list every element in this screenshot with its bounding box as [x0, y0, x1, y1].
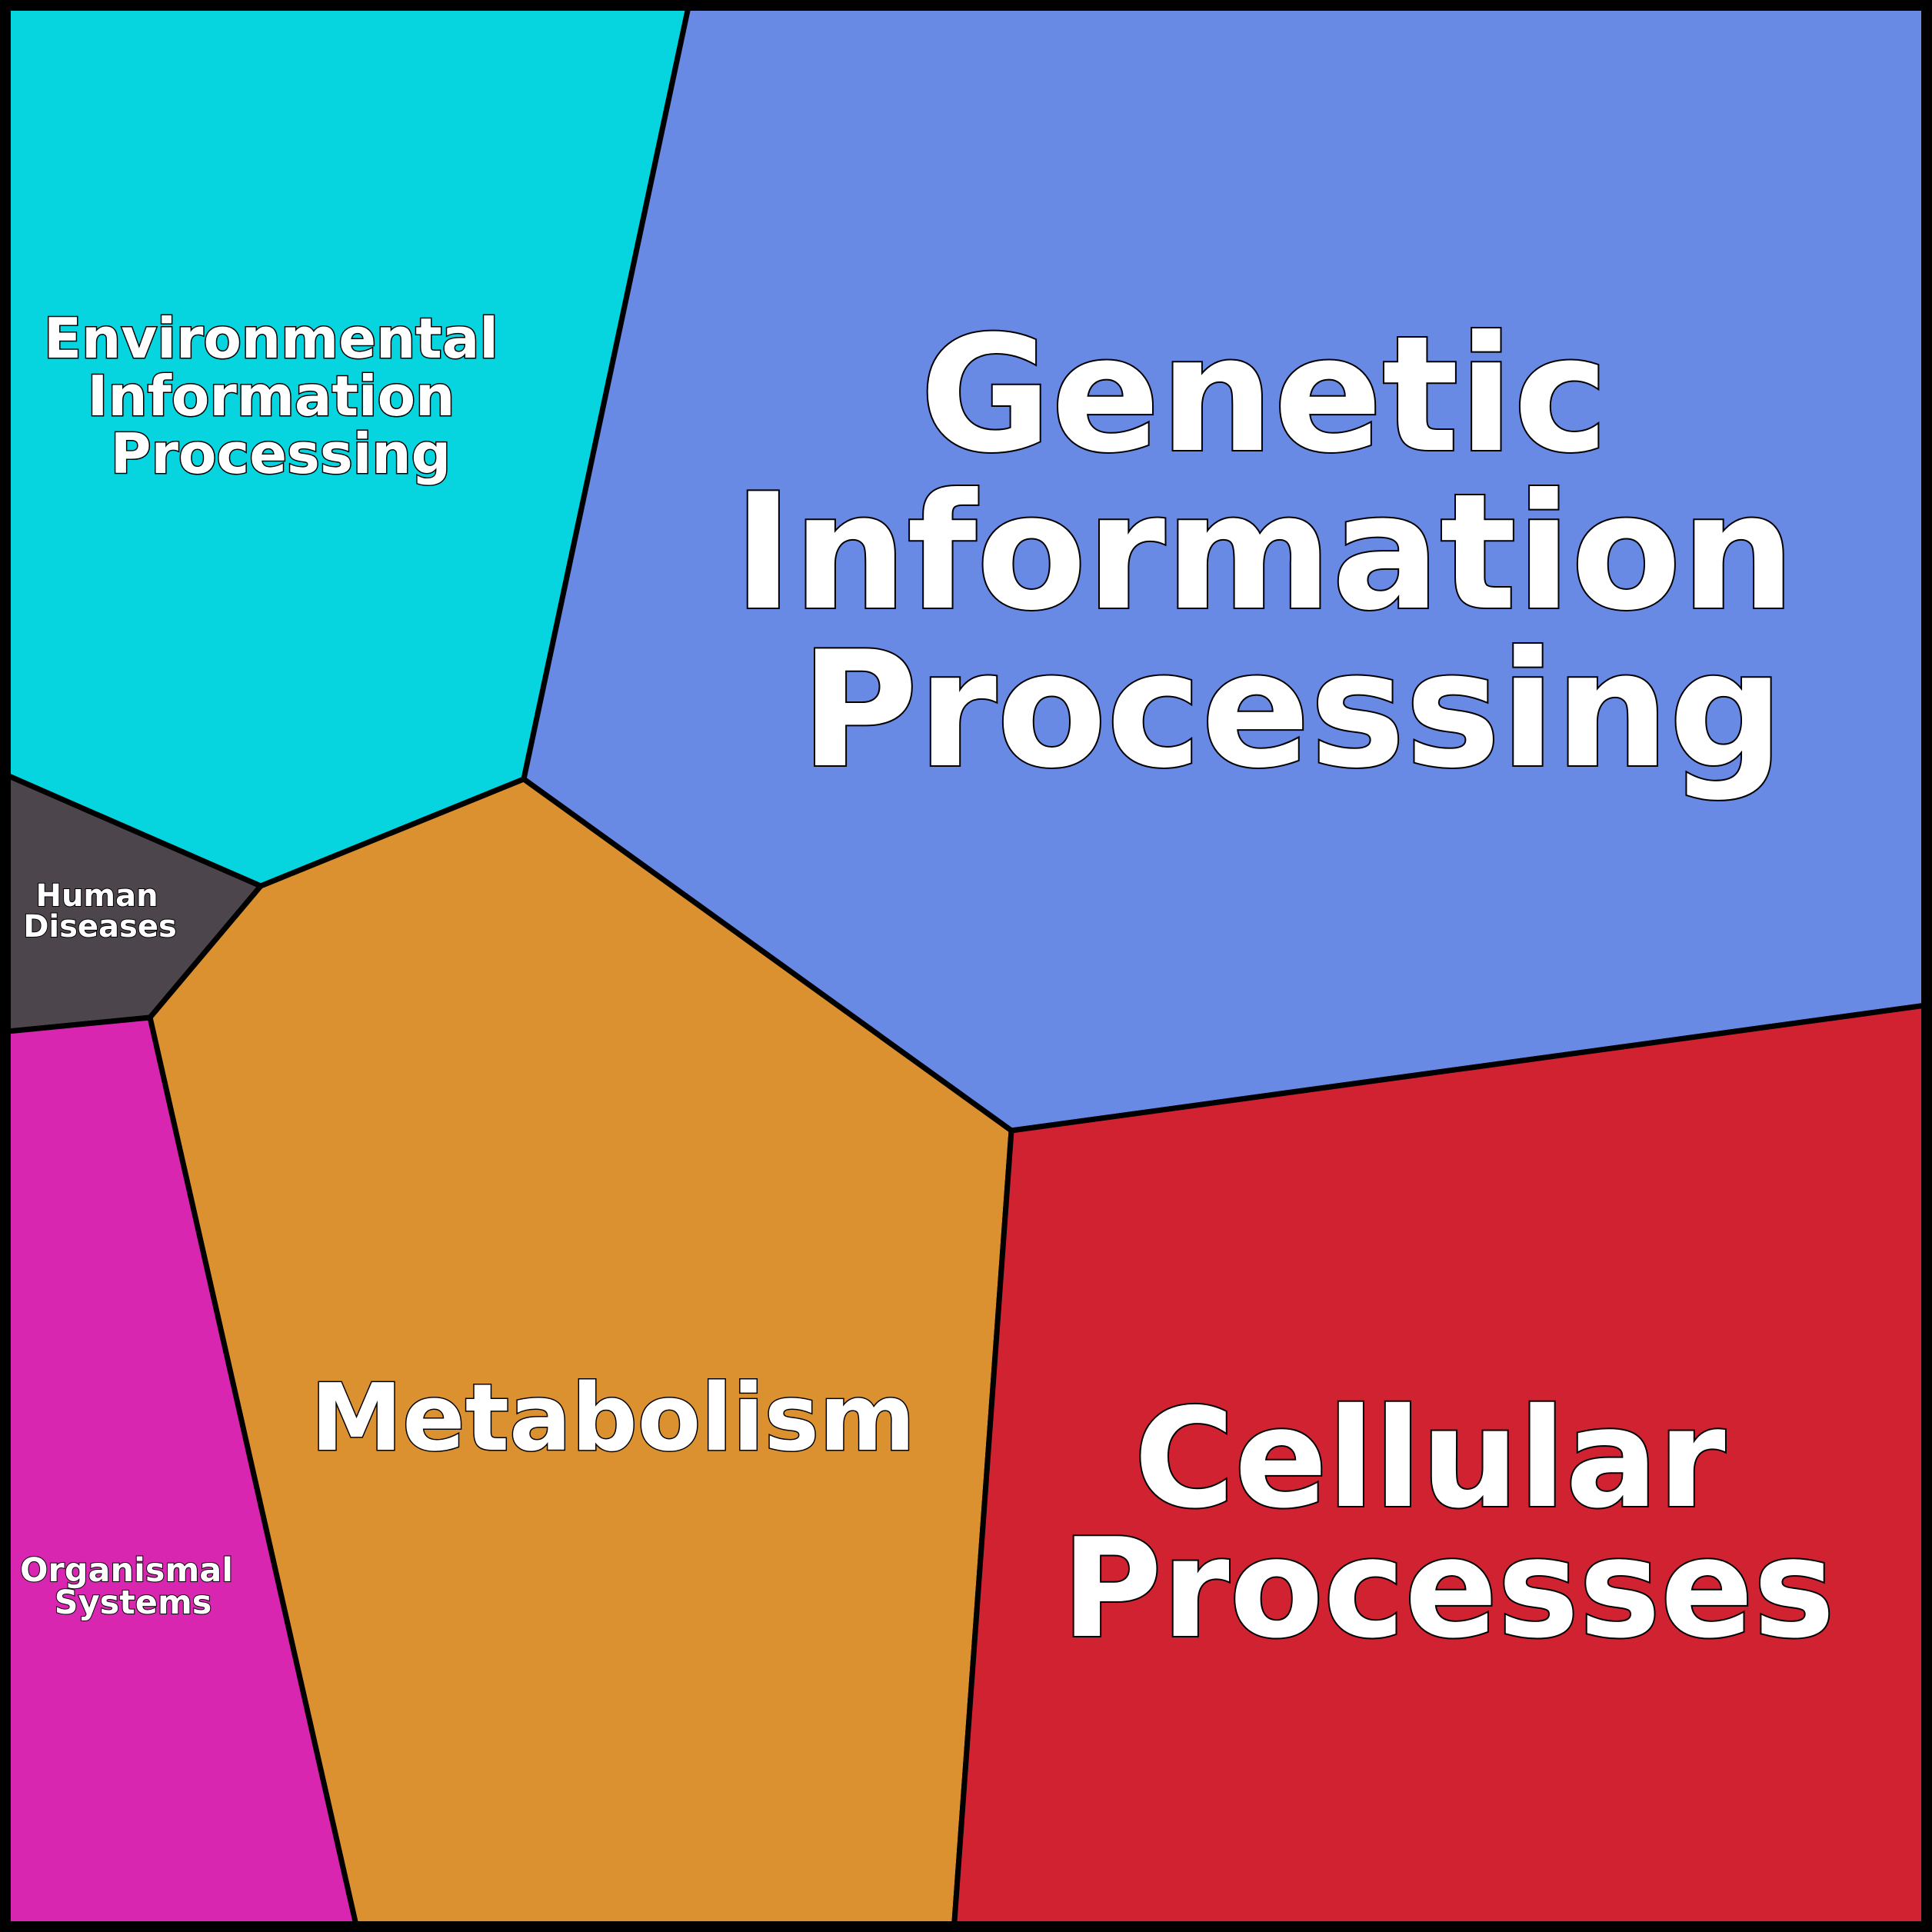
genetic-information-processing-label: Genetic Information Processing [734, 302, 1851, 804]
metabolism-label: Metabolism [311, 1365, 915, 1472]
human-diseases-label: Human Diseases [23, 878, 177, 944]
environmental-information-processing-label: Environmental Information Processing [44, 306, 518, 486]
cellular-processes-cell [951, 1001, 1932, 1932]
organismal-systems-label: Organismal Systems [20, 1551, 245, 1622]
cellular-processes-label: Cellular Processes [1061, 1379, 1834, 1668]
organismal-systems-cell [0, 1014, 361, 1932]
